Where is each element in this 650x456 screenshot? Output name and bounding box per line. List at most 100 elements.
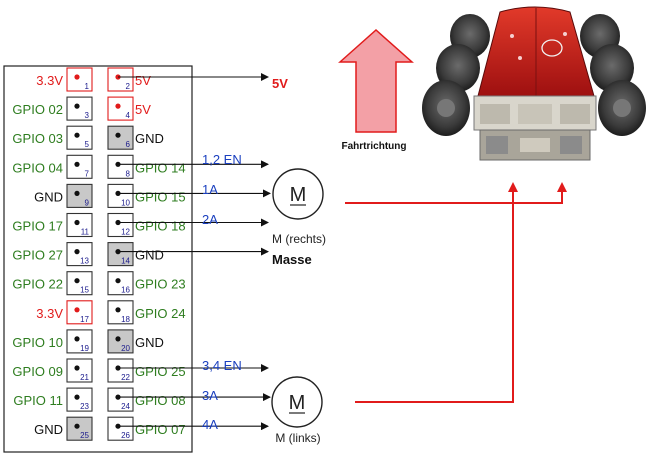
pin-6: 6 GND: [107, 125, 164, 150]
pin-number: 9: [85, 198, 90, 207]
pin-label: GPIO 17: [12, 219, 63, 234]
label-in1: 1A: [202, 182, 218, 197]
gpio-header-board: [3, 65, 193, 453]
pin-6-dot: [115, 132, 121, 138]
pin-label: GPIO 24: [135, 306, 186, 321]
pin-label: GND: [135, 335, 164, 350]
pin-number: 6: [126, 140, 131, 149]
pin-label: GPIO 18: [135, 219, 186, 234]
pin-18-dot: [115, 307, 121, 313]
pin-number: 15: [80, 286, 89, 295]
pin-number: 5: [85, 140, 90, 149]
pin-23: 23 GPIO 11: [13, 387, 93, 412]
pin-13: 13 GPIO 27: [12, 242, 93, 267]
pin-label: 3.3V: [36, 306, 63, 321]
pin-11: 11 GPIO 17: [12, 212, 93, 238]
pin-label: GPIO 25: [135, 364, 186, 379]
pin-5-dot: [74, 132, 80, 138]
pin-21: 21 GPIO 09: [12, 358, 93, 383]
pin-20: 20 GND: [107, 329, 164, 354]
label-5v: 5V: [272, 76, 288, 91]
pin-label: GND: [34, 189, 63, 204]
pin-number: 21: [80, 373, 89, 382]
pin-label: GPIO 14: [135, 160, 186, 175]
label-masse: Masse: [272, 252, 312, 267]
pin-label: GPIO 15: [135, 189, 186, 204]
pin-number: 17: [80, 315, 89, 324]
pin-label: GND: [34, 422, 63, 437]
pin-number: 13: [80, 257, 89, 266]
pin-15-dot: [74, 278, 80, 284]
wires: [118, 73, 271, 431]
pin-7: 7 GPIO 04: [12, 154, 93, 179]
pin-7-dot: [74, 161, 80, 167]
robot-car-image: [422, 6, 646, 161]
motor-left: M M (links): [271, 376, 323, 445]
pin-19-dot: [74, 336, 80, 342]
motor-right-label: M (rechts): [272, 232, 326, 246]
label-in4: 4A: [202, 417, 218, 432]
pin-number: 7: [85, 169, 90, 178]
pin-label: GPIO 02: [12, 102, 63, 117]
pin-number: 16: [121, 286, 130, 295]
motor-to-vehicle-arrows: [345, 182, 567, 403]
pin-13-dot: [74, 249, 80, 255]
label-en-left: 3,4 EN: [202, 358, 242, 373]
pin-23-dot: [74, 394, 80, 400]
pin-number: 10: [121, 198, 130, 207]
direction-label: Fahrtrichtung: [342, 141, 407, 152]
label-in2: 2A: [202, 212, 218, 227]
pin-number: 14: [121, 257, 130, 266]
pin-label: GPIO 10: [12, 335, 63, 350]
pin-label: 5V: [135, 102, 151, 117]
pin-label: GPIO 03: [12, 131, 63, 146]
pin-19: 19 GPIO 10: [12, 329, 93, 354]
pin-number: 8: [126, 169, 131, 178]
pin-15: 15 GPIO 22: [12, 271, 93, 296]
pin-label: 5V: [135, 73, 151, 88]
pin-label: GPIO 23: [135, 277, 186, 292]
motor-left-symbol: M: [289, 392, 306, 414]
pin-22: 22 GPIO 25: [107, 358, 186, 383]
pin-number: 11: [81, 228, 90, 237]
motor-left-label: M (links): [275, 431, 320, 445]
direction-arrow: Fahrtrichtung: [338, 28, 414, 152]
pin-label: GPIO 22: [12, 277, 63, 292]
pin-11-dot: [74, 219, 80, 226]
pin-17: 17 3.3V: [36, 300, 93, 325]
pin-number: 22: [121, 373, 130, 382]
pin-9-dot: [74, 190, 80, 196]
label-in3: 3A: [202, 388, 218, 403]
pin-number: 12: [121, 228, 130, 237]
pin-25-dot: [74, 423, 80, 429]
motor-right: M M (rechts): [272, 168, 326, 246]
motor-right-symbol: M: [290, 184, 307, 206]
pin-number: 20: [121, 344, 130, 353]
pin-25: 25 GND: [34, 416, 93, 441]
pin-16: 16 GPIO 23: [107, 271, 186, 296]
pin-label: GND: [135, 131, 164, 146]
pin-number: 19: [80, 344, 89, 353]
pin-3-dot: [74, 103, 80, 109]
pin-5: 5 GPIO 03: [12, 125, 93, 150]
pin-number: 25: [80, 431, 89, 440]
pin-1-dot: [74, 74, 80, 80]
pin-21-dot: [74, 365, 80, 371]
pin-17-dot: [74, 307, 80, 313]
pin-1: 13.3V: [36, 67, 93, 92]
pin-label: GPIO 08: [135, 393, 186, 408]
pin-number: 2: [126, 82, 131, 91]
pin-number: 23: [80, 402, 89, 411]
pin-label: GPIO 27: [12, 248, 63, 263]
pin-number: 1: [85, 82, 90, 91]
pin-label: GPIO 11: [13, 393, 63, 408]
pin-label: GPIO 09: [12, 364, 63, 379]
pin-number: 26: [121, 431, 130, 440]
pin-16-dot: [115, 278, 121, 284]
pin-label: GPIO 04: [12, 160, 63, 175]
pin-20-dot: [115, 336, 121, 342]
